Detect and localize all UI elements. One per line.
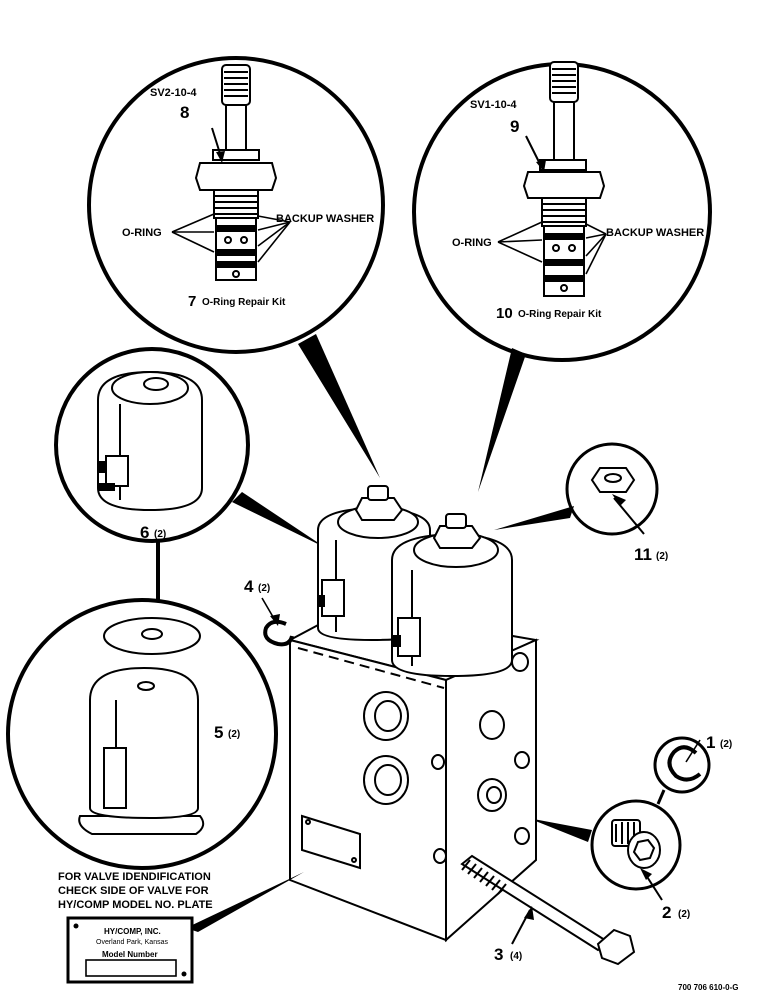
note-line-3: HY/COMP MODEL NO. PLATE <box>58 899 213 911</box>
callout-circle-sv2: SV2-10-4 8 O-RING BACKUP WASHER 7 O-Ring… <box>87 56 385 354</box>
pointer-nut <box>494 506 574 530</box>
pointer-sv1 <box>478 348 526 492</box>
ref-number-2: 2 <box>662 903 671 922</box>
pointer-coil <box>232 492 326 548</box>
callout-circle-oring <box>653 736 711 794</box>
note-line-2: CHECK SIDE OF VALVE FOR <box>58 885 209 897</box>
label-backup-washer-sv2: BACKUP WASHER <box>276 213 374 225</box>
ref-number-6: 6 <box>140 523 149 542</box>
ref-number-7: 7 <box>188 293 196 310</box>
port-plug-illustration <box>611 819 661 869</box>
pointer-sv2 <box>298 334 380 478</box>
ref-number-11: 11 <box>634 545 652 564</box>
qty-11: (2) <box>656 551 668 562</box>
qty-3: (4) <box>510 951 522 962</box>
solenoid-coil-illustration <box>97 370 203 512</box>
label-oring-sv1: O-RING <box>452 237 492 249</box>
callout-circle-coil: 6 (2) <box>54 347 250 543</box>
ref-number-10: 10 <box>496 305 513 322</box>
qty-4: (2) <box>258 583 270 594</box>
cartridge-valve-sv2 <box>194 64 278 281</box>
ref-number-4: 4 <box>244 577 254 596</box>
coil-cover-illustration <box>78 666 205 835</box>
callout-circle-sv1: SV1-10-4 9 O-RING BACKUP WASHER 10 O-Rin… <box>412 61 712 362</box>
label-oring-kit-sv2: O-Ring Repair Kit <box>202 297 286 308</box>
solenoid-front <box>391 513 513 678</box>
ref-number-1: 1 <box>706 733 715 752</box>
washer-illustration <box>103 617 201 655</box>
ref-number-8: 8 <box>180 103 189 122</box>
callout-circle-plug <box>590 799 682 901</box>
plate-model-label: Model Number <box>102 950 158 959</box>
cartridge-valve-sv1 <box>522 61 606 297</box>
plate-company: HY/COMP, INC. <box>104 927 161 936</box>
part-number-sv1: SV1-10-4 <box>470 99 517 111</box>
pointer-plug <box>528 818 592 842</box>
label-oring-sv2: O-RING <box>122 227 162 239</box>
qty-6: (2) <box>154 529 166 540</box>
model-plate: HY/COMP, INC. Overland Park, Kansas Mode… <box>66 916 194 984</box>
qty-1: (2) <box>720 739 732 750</box>
pointer-plate <box>186 872 304 932</box>
ref-number-3: 3 <box>494 945 503 964</box>
hex-nut-illustration <box>590 467 636 493</box>
ref-number-9: 9 <box>510 117 519 136</box>
callout-circle-nut <box>565 442 659 536</box>
oring-side <box>261 597 294 647</box>
part-number-sv2: SV2-10-4 <box>150 87 197 99</box>
label-oring-kit-sv1: O-Ring Repair Kit <box>518 309 602 320</box>
callout-circle-cover: 5 (2) <box>6 598 278 870</box>
drawing-number: 700 706 610-0-G <box>678 983 739 992</box>
qty-5: (2) <box>228 729 240 740</box>
bolt-illustration <box>460 854 636 966</box>
plate-location: Overland Park, Kansas <box>96 939 168 946</box>
ref-number-5: 5 <box>214 723 223 742</box>
label-backup-washer-sv1: BACKUP WASHER <box>606 227 704 239</box>
note-line-1: FOR VALVE IDENDIFICATION <box>58 871 211 883</box>
qty-2: (2) <box>678 909 690 920</box>
